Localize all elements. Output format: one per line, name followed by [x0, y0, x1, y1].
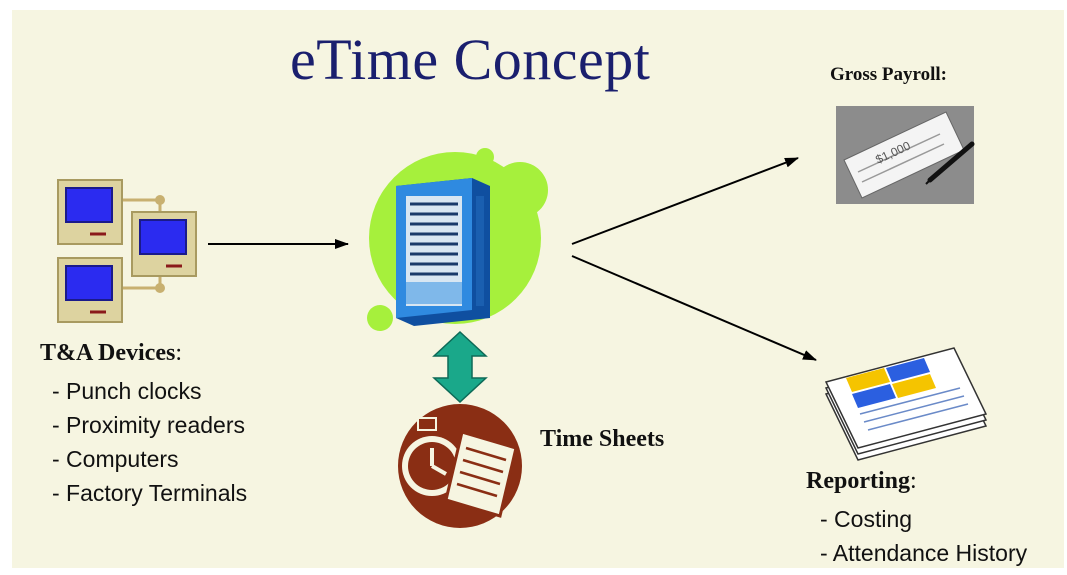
reporting-list: - Costing - Attendance History — [820, 502, 1027, 570]
timesheets-label: Time Sheets — [540, 426, 665, 452]
list-item: - Punch clocks — [52, 378, 202, 404]
list-item: - Factory Terminals — [52, 480, 248, 506]
devices-heading-text: T&A Devices — [40, 340, 176, 366]
devices-heading-colon: : — [175, 340, 182, 366]
page-title: eTime Concept — [290, 27, 651, 92]
stopwatch-document-icon — [398, 404, 522, 528]
list-item: - Costing — [820, 506, 913, 532]
check-pen-icon — [836, 106, 975, 204]
computer-terminal-icon — [131, 211, 197, 277]
reporting-heading-text: Reporting — [806, 468, 910, 494]
reporting-heading: Reporting: — [806, 468, 917, 495]
computer-terminal-icon — [57, 257, 123, 323]
computer-terminal-icon — [57, 179, 123, 245]
devices-list: - Punch clocks - Proximity readers - Com… — [52, 374, 247, 510]
double-arrow-icon — [432, 330, 488, 404]
reporting-heading-colon: : — [910, 468, 917, 494]
devices-heading: T&A Devices: — [40, 340, 182, 367]
arrow-server-to-reporting — [571, 255, 817, 361]
slide-background — [12, 10, 1064, 568]
payroll-label: Gross Payroll: — [830, 64, 947, 85]
arrow-server-to-payroll — [571, 157, 799, 245]
list-item: - Proximity readers — [52, 412, 245, 438]
report-stack-icon — [824, 347, 988, 461]
server-icon — [367, 148, 548, 331]
list-item: - Attendance History — [820, 540, 1028, 566]
list-item: - Computers — [52, 446, 179, 472]
terminal-network — [57, 179, 197, 323]
